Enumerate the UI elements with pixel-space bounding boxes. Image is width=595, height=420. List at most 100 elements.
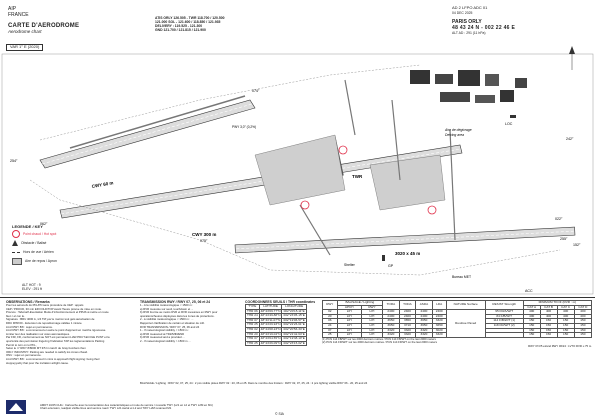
transmission-line: a) RVR measured at TDZ/MID/END — [140, 331, 185, 336]
bearing-152: 152° — [573, 243, 581, 247]
runway-cell: 150 — [522, 332, 541, 338]
deicing-label: Aire de dégivrage — [444, 128, 472, 132]
map-separator — [0, 297, 595, 298]
transmission-line: 1 - A la visibilité météorologique < 150… — [140, 303, 194, 307]
runway-cell: 150 — [556, 332, 575, 338]
observation-line: ORLY INDUSTRY: Parking are needed to sat… — [6, 349, 88, 354]
twr-label: TWR — [352, 174, 363, 179]
aerial-icon — [12, 251, 20, 253]
transmission-title: TRANSMISSION RWY / RWY 07, 25, 06 et 24 — [140, 300, 211, 304]
comms-line: GND 121.700 / 121.815 / 121.900 — [155, 28, 206, 32]
runway-cell: 150 — [539, 332, 558, 338]
runway-table: RWY BALISAGE / Lighting TORA TODA ASDA L… — [322, 299, 593, 338]
variation-box: VAR 1° E (2020) — [6, 44, 44, 51]
cwy-300-label: CWY 300 m — [192, 232, 216, 237]
observation-line: Procure : Taborarif-Eventation Mode d'in… — [6, 310, 109, 315]
comms-block: ATIS ORLY 126.505 - TWR 118.700 / 120.50… — [155, 16, 305, 32]
thr-coords-title: COORDONNEES SEUILS / THR coordinates — [245, 300, 316, 304]
service-road-north — [39, 64, 421, 141]
effective-date: 04 DEC 2025 — [452, 10, 473, 15]
lvto-note: RWY 07/25 et/and RWY 06/24 : LVTO RVR ≥ … — [528, 343, 592, 348]
legend-item-hotspot: Point chaud / Hot spot — [12, 230, 102, 239]
comms-line: ATIS ORLY 126.505 - TWR 118.700 / 120.50… — [155, 16, 225, 20]
chart-subtitle: Aerodrome chart — [8, 29, 42, 34]
hot-spot-2 — [300, 200, 310, 210]
runway-cell: 3320 — [415, 332, 433, 338]
transmission-line: Rapportez clarification de certain et si… — [140, 320, 205, 325]
pwy-label: PWY 3,0° (0,2%) — [232, 125, 256, 129]
lda-header: LDA — [431, 299, 447, 311]
observation-line: Limiter leur des réalisation sur voies a… — [6, 331, 70, 336]
legend-item-apron: Aire de repos / Apron — [12, 257, 102, 266]
loc-label: LOC — [505, 122, 513, 126]
observations-lines: Pour les aéronefs du PFL/PN sans procédu… — [6, 303, 136, 365]
transmission-line: 2 - If meteorological visibility > 1500 … — [140, 338, 191, 343]
nature-header: NATURE Surface — [445, 299, 486, 311]
chart-title: CARTE D'AERODROME — [8, 23, 80, 29]
bearing-254: 254° — [10, 159, 18, 163]
observation-line: Par FIR, FR, conformément au NOT est per… — [6, 335, 110, 340]
coords-cell: 002°23'15.02"E — [281, 340, 307, 347]
observation-line: LGU RWY 8/8 : a commenced in mins to app… — [6, 356, 100, 361]
runway-cell: 3320 — [382, 332, 400, 338]
deicing-label-en: Deicing area — [445, 133, 464, 137]
transmission-line: b) RVR fournie au moins RVR et RVR mesur… — [140, 310, 218, 315]
runway-note-1: (1) PCN 114 FB/WT sur les 2000 derniers … — [322, 336, 436, 341]
taxiway-diagonal — [69, 95, 246, 149]
transmission-line: a) RVR mesurée sur seuil, touchdown et .… — [140, 306, 194, 311]
cwy-60-label: CWY 60 m — [91, 180, 113, 189]
alt-line2: ELEV : 291 ft — [22, 287, 42, 291]
hot-spot-icon — [12, 230, 20, 239]
runway-cell: 150 — [573, 332, 593, 338]
footer-service: © SIA — [275, 412, 284, 416]
acc-label: ACC — [525, 289, 533, 293]
bearing-075: 075° — [200, 239, 208, 243]
hot-spot-3 — [427, 205, 437, 215]
aerodrome-name: PARIS ORLY — [452, 18, 482, 25]
tora-header: TORA — [382, 299, 400, 311]
transmission-line: 1 - If meteorological visibility < 1500 … — [140, 328, 190, 333]
taxiway-central — [391, 99, 401, 181]
aerodrome-map: CWY 60 m CWY 300 m TWR 3020 x 45 m Aire … — [1, 46, 594, 295]
country-label: FRANCE — [8, 12, 29, 18]
legend-title: LEGENDE / KEY — [12, 224, 43, 229]
shelter-label: Shelter — [344, 263, 356, 267]
observation-line: Signature : BRU 4000 A, 1/4 TM you're ma… — [6, 317, 95, 322]
footer-line1: AMDT 10/25 CHG : Cartouche avec la réori… — [40, 403, 213, 407]
hot-spot-1 — [338, 145, 348, 155]
bearing-074: 074° — [252, 89, 260, 93]
transmission-line: opérations/heures déployées dans les zon… — [140, 313, 215, 318]
resist-cell — [484, 332, 524, 338]
bearing-255: 255° — [560, 237, 568, 241]
comms-line: DELIVERY : 119.525 - 121.300 — [155, 24, 203, 28]
taxiway-north — [344, 79, 356, 136]
alt-box: ALT HOT : 9 ELEV : 291 ft — [22, 283, 42, 291]
bearing-022: 022° — [555, 217, 563, 221]
observation-line: LGU RWY 8/8 : a commenced en autre le po… — [6, 328, 107, 333]
observation-line: bien / el con le. — [6, 313, 25, 318]
arp-coordinates: 48 43 24 N - 002 22 46 E — [452, 24, 516, 31]
legend-item-aerial: Hors de vue / Aérien — [12, 248, 102, 257]
north-arrow-icon — [569, 46, 575, 70]
observation-line: DRU FPROD - Extension de repositionnage … — [6, 320, 83, 325]
observation-line: LGU RWY 8/8 : sujet en permanence. — [6, 324, 53, 329]
transmission-line: b) RVR measured and a provided ... — [140, 335, 185, 340]
runway-07-25 — [234, 226, 576, 254]
comms-line: 121.000 SOL - 121.600 / 118.850 / 121.93… — [155, 20, 221, 24]
bureau-met-label: Bureau MET — [452, 275, 471, 279]
resist-header: RESIST Strength — [484, 299, 524, 311]
balisage-note: BALISAGE / Lighting : RWY 02, 07, 25, 24… — [140, 381, 368, 385]
runway-dims-label: 3020 x 45 m — [395, 251, 420, 256]
obstacle-icon — [12, 240, 18, 247]
coords-cell: THR 25 — [245, 340, 260, 347]
observation-line: oportunité des permission lingering l'in… — [6, 338, 105, 343]
transmission-line: 2 - à visibilité météorologique < 1500 m… — [140, 317, 194, 322]
ad-ref: AD 2 LFPO ADC 01 — [452, 5, 488, 10]
observation-line: Selon le n° RWY 8/8000 MT 3/5 Im ranch d… — [6, 346, 86, 351]
